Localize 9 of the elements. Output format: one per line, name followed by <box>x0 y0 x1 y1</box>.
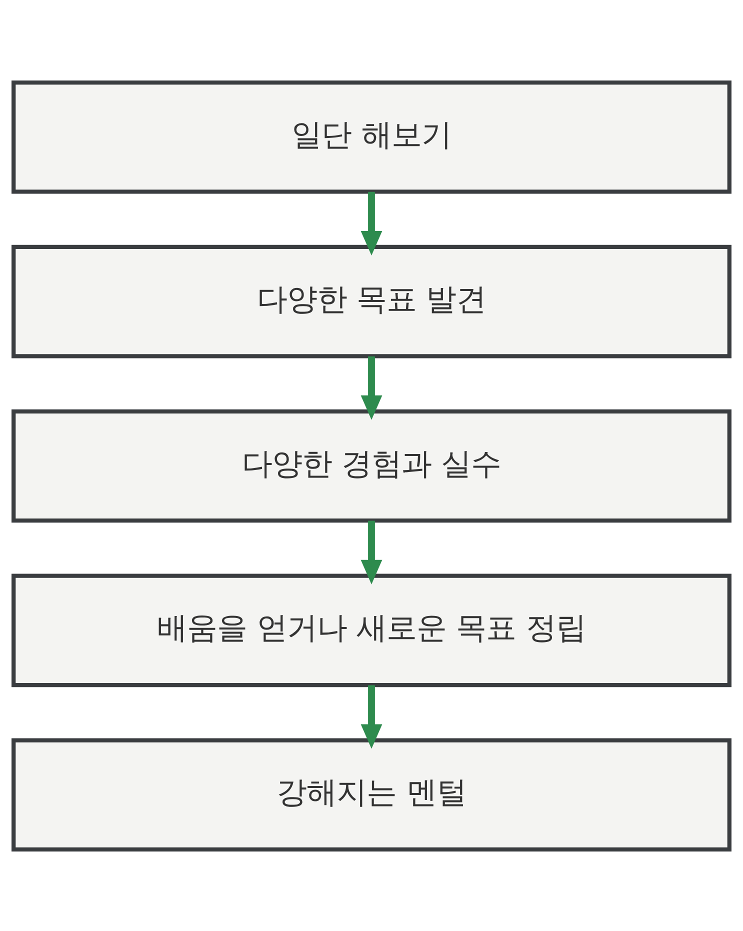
arrow <box>360 191 382 255</box>
arrow <box>360 684 382 748</box>
arrow <box>360 520 382 584</box>
arrow <box>360 356 382 420</box>
node-box: 배움을 얻거나 새로운 목표 정립 <box>12 573 732 687</box>
node-box: 일단 해보기 <box>12 80 732 194</box>
node-box: 다양한 목표 발견 <box>12 244 732 358</box>
node-box: 강해지는 멘털 <box>12 738 732 852</box>
node-box: 다양한 경험과 실수 <box>12 408 732 522</box>
